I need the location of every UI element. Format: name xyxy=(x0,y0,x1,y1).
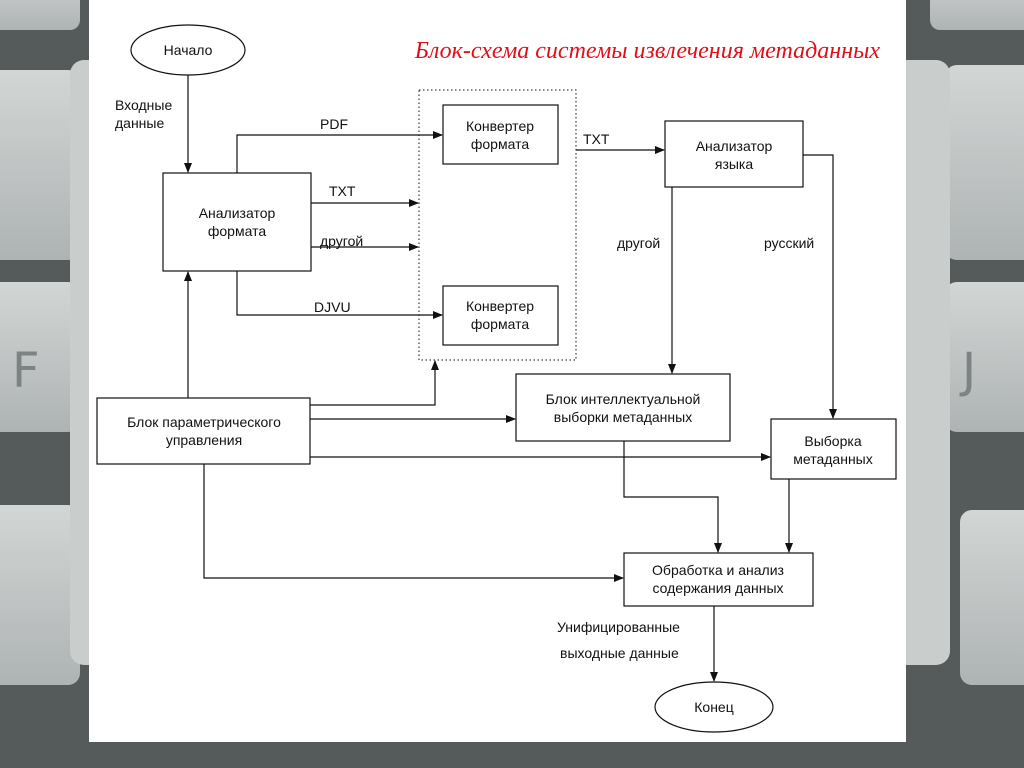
svg-text:F: F xyxy=(12,343,40,399)
connectors xyxy=(184,75,837,682)
converter-bottom-box: Конвертер формата xyxy=(442,285,559,346)
label-output-data-1: Унифицированные xyxy=(557,619,680,635)
converter-top-box: Конвертер формата xyxy=(442,104,559,165)
arrow-intelligent-to-processing xyxy=(623,441,722,553)
intelligent-selection-line1: Блок интеллектуальной xyxy=(546,391,701,407)
converter-top-line1: Конвертер xyxy=(466,118,534,134)
diagram-title: Блок-схема системы извлечения метаданных xyxy=(414,38,881,64)
arrow-djvu xyxy=(236,271,443,319)
metadata-selection-line2: метаданных xyxy=(793,451,872,467)
label-txt-left: TXT xyxy=(329,183,356,199)
label-other-right: другой xyxy=(617,235,660,251)
arrow-pdf xyxy=(236,131,443,173)
label-russian: русский xyxy=(764,235,814,251)
processing-line1: Обработка и анализ xyxy=(652,562,784,578)
param-control-line2: управления xyxy=(166,432,242,448)
language-analyzer-line1: Анализатор xyxy=(696,138,773,154)
metadata-selection-line1: Выборка xyxy=(804,433,861,449)
start-node-label: Начало xyxy=(164,42,213,58)
intelligent-selection-box: Блок интеллектуальной выборки метаданных xyxy=(515,373,731,442)
format-analyzer-box: Анализатор формата xyxy=(162,172,312,272)
label-other-left: другой xyxy=(320,233,363,249)
label-input-data-1: Входные xyxy=(115,97,172,113)
language-analyzer-box: Анализатор языка xyxy=(664,120,804,188)
start-node: Начало xyxy=(130,24,246,76)
converter-top-line2: формата xyxy=(471,136,529,152)
label-pdf: PDF xyxy=(320,116,348,132)
arrow-control-to-converters xyxy=(310,360,439,406)
metadata-selection-box: Выборка метаданных xyxy=(770,418,897,480)
label-djvu: DJVU xyxy=(314,299,351,315)
label-output-data-2: выходные данные xyxy=(560,645,679,661)
converter-bottom-line1: Конвертер xyxy=(466,298,534,314)
language-analyzer-line2: языка xyxy=(715,156,753,172)
param-control-box: Блок параметрического управления xyxy=(96,397,311,465)
arrow-control-to-processing xyxy=(203,464,624,582)
processing-box: Обработка и анализ содержания данных xyxy=(623,552,814,607)
format-analyzer-line2: формата xyxy=(208,223,266,239)
label-txt-right: TXT xyxy=(583,131,610,147)
arrow-russian xyxy=(803,154,837,419)
svg-text:J: J xyxy=(959,343,976,399)
converter-group-frame xyxy=(418,89,577,361)
processing-line2: содержания данных xyxy=(652,580,783,596)
intelligent-selection-line2: выборки метаданных xyxy=(554,409,692,425)
end-node: Конец xyxy=(654,681,774,733)
param-control-line1: Блок параметрического xyxy=(127,414,281,430)
end-node-label: Конец xyxy=(694,699,733,715)
converter-bottom-line2: формата xyxy=(471,316,529,332)
format-analyzer-line1: Анализатор xyxy=(199,205,276,221)
label-input-data-2: данные xyxy=(115,115,164,131)
